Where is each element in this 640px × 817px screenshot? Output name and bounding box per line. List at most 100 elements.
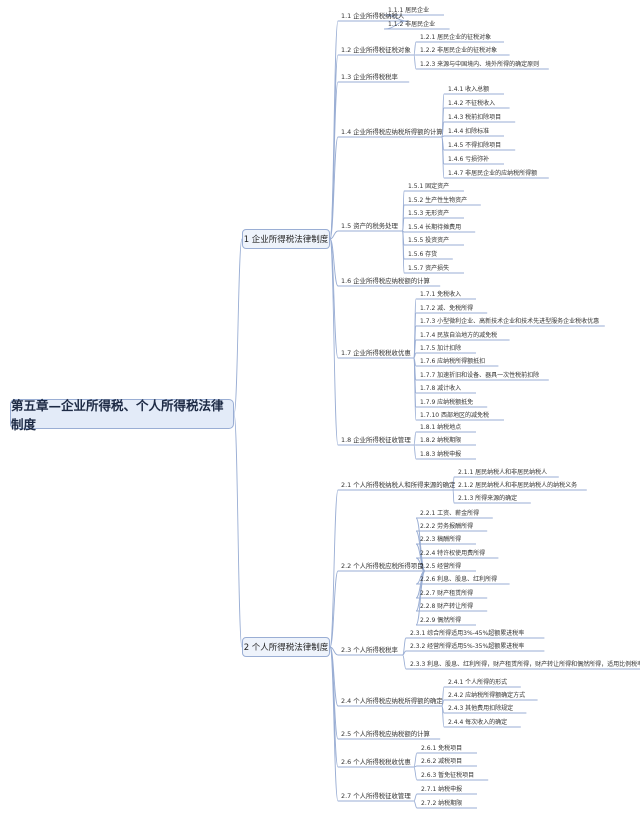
- link-section-2-1-item-3: [452, 489, 455, 504]
- item-2-4-4: 2.4.4 每次收入的确定: [448, 718, 507, 726]
- item-2-3-1: 2.3.1 综合所得适用3%-45%超额累进税率: [410, 629, 524, 637]
- item-1-7-3: 1.7.3 小型微利企业、高新技术企业和技术先进型服务企业税收优惠: [420, 317, 599, 325]
- section-1-5: 1.5 资产的税务处理: [341, 221, 399, 230]
- section-2-5: 2.5 个人所得税应纳税额的计算: [341, 729, 430, 738]
- link-chapter-2-section-6: [329, 646, 339, 768]
- section-2-1: 2.1 个人所得税纳税人和所得来源的确定: [341, 480, 456, 489]
- link-section-1-8-item-1: [413, 431, 417, 446]
- section-1-4: 1.4 企业所得税应纳税所得额的计算: [341, 127, 443, 136]
- item-2-2-5: 2.2.5 经营所得: [420, 562, 461, 570]
- item-1-7-1: 1.7.1 免税收入: [420, 290, 461, 298]
- item-2-2-2: 2.2.2 劳务报酬所得: [420, 522, 473, 530]
- link-chapter-2-section-1: [329, 489, 339, 648]
- chapter-1-label: 1 企业所得税法律制度: [243, 235, 329, 245]
- item-1-7-7: 1.7.7 加速折旧和设备、器具一次性税前扣除: [420, 371, 539, 379]
- item-1-2-3: 1.2.3 来源与中国境内、境外所得的确定原则: [420, 60, 539, 68]
- item-2-2-1: 2.2.1 工资、薪金所得: [420, 509, 479, 517]
- item-2-2-8: 2.2.8 财产转让所得: [420, 602, 473, 610]
- link-section-1-2-item-3: [413, 54, 417, 70]
- link-section-1-5-item-7: [402, 230, 405, 274]
- item-1-5-7: 1.5.7 资产损失: [408, 264, 449, 272]
- link-section-2-4-item-4: [441, 705, 445, 728]
- item-1-5-3: 1.5.3 无形资产: [408, 209, 449, 217]
- item-1-7-5: 1.7.5 加计扣除: [420, 344, 461, 352]
- item-2-7-1: 2.7.1 纳税申报: [421, 785, 462, 793]
- item-1-5-1: 1.5.1 固定资产: [408, 182, 449, 190]
- item-2-2-6: 2.2.6 利息、股息、红利所得: [420, 575, 497, 583]
- section-1-8: 1.8 企业所得税征收管理: [341, 435, 411, 444]
- section-2-3: 2.3 个人所得税税率: [341, 645, 399, 654]
- item-1-4-4: 1.4.4 扣除标准: [448, 127, 489, 135]
- item-2-2-7: 2.2.7 财产租赁所得: [420, 589, 473, 597]
- item-1-7-4: 1.7.4 民族自治地方的减免税: [420, 331, 497, 339]
- item-1-8-1: 1.8.1 纳税地点: [420, 423, 461, 431]
- item-1-4-3: 1.4.3 税前扣除项目: [448, 113, 501, 121]
- item-1-8-2: 1.8.2 纳税期限: [420, 436, 461, 444]
- link-chapter-1-section-3: [329, 81, 339, 240]
- item-1-4-1: 1.4.1 收入总额: [448, 85, 489, 93]
- link-section-1-2-item-1: [413, 41, 417, 56]
- item-1-2-1: 1.2.1 居民企业的征税对象: [420, 33, 491, 41]
- item-1-1-1: 1.1.1 居民企业: [388, 6, 429, 14]
- link-section-2-7-item-1: [413, 793, 418, 802]
- link-root-chapter-1: [233, 238, 243, 415]
- link-chapter-1-section-4: [329, 136, 339, 240]
- item-2-6-3: 2.6.3 暂免征税项目: [421, 771, 474, 779]
- item-2-6-2: 2.6.2 减税项目: [421, 757, 462, 765]
- link-section-2-6-item-3: [413, 766, 418, 781]
- link-root-chapter-2: [233, 413, 243, 648]
- item-1-5-2: 1.5.2 生产性生物资产: [408, 196, 467, 204]
- item-2-2-4: 2.2.4 特许权使用费所得: [420, 549, 485, 557]
- item-1-7-2: 1.7.2 减、免税所得: [420, 304, 473, 312]
- link-chapter-1-section-6: [329, 238, 339, 287]
- link-section-1-8-item-3: [413, 444, 417, 460]
- item-2-4-2: 2.4.2 应纳税所得额确定方式: [448, 691, 525, 699]
- link-section-2-3-item-3: [402, 654, 407, 670]
- item-2-7-2: 2.7.2 纳税期限: [421, 799, 462, 807]
- chapter-2-label: 2 个人所得税法律制度: [243, 643, 329, 653]
- section-1-1: 1.1 企业所得税纳税人: [341, 11, 405, 20]
- section-1-3: 1.3 企业所得税税率: [341, 72, 399, 81]
- link-chapter-2-section-2: [329, 570, 339, 648]
- link-section-1-4-item-7: [441, 136, 445, 179]
- item-2-1-1: 2.1.1 居民纳税人和非居民纳税人: [458, 468, 547, 476]
- item-2-2-3: 2.2.3 稿酬所得: [420, 535, 461, 543]
- item-2-2-9: 2.2.9 偶然所得: [420, 616, 461, 624]
- item-1-7-10: 1.7.10 西部地区的减免税: [420, 411, 489, 419]
- item-2-3-3: 2.3.3 利息、股息、红利所得，财产租赁所得，财产转让所得和偶然所得，适用比例…: [410, 660, 640, 668]
- link-chapter-2-section-7: [329, 646, 339, 802]
- link-chapter-1-section-8: [329, 238, 339, 446]
- section-2-4: 2.4 个人所得税应纳税所得额的确定: [341, 696, 443, 705]
- section-1-6: 1.6 企业所得税应纳税额的计算: [341, 276, 430, 285]
- chapter-2-node: 2 个人所得税法律制度: [242, 637, 330, 657]
- item-1-1-2: 1.1.2 非居民企业: [388, 20, 435, 28]
- root-topic-label: 第五章—企业所得税、个人所得税法律制度: [11, 398, 224, 432]
- section-1-7: 1.7 企业所得税税收优惠: [341, 348, 411, 357]
- link-chapter-2-section-3: [329, 646, 339, 656]
- link-section-2-6-item-1: [413, 752, 418, 768]
- item-1-8-3: 1.8.3 纳税申报: [420, 450, 461, 458]
- section-2-6: 2.6 个人所得税税收优惠: [341, 757, 411, 766]
- item-2-3-2: 2.3.2 经营所得适用5%-35%超额累进税率: [410, 642, 524, 650]
- link-chapter-1-section-7: [329, 238, 339, 359]
- item-1-5-6: 1.5.6 存货: [408, 250, 437, 258]
- item-1-4-2: 1.4.2 不征税收入: [448, 99, 495, 107]
- item-1-7-6: 1.7.6 应纳税所得额抵扣: [420, 357, 485, 365]
- item-2-4-1: 2.4.1 个人所得的形式: [448, 678, 507, 686]
- item-2-6-1: 2.6.1 免税项目: [421, 744, 462, 752]
- item-1-5-5: 1.5.5 投资资产: [408, 236, 449, 244]
- item-2-1-3: 2.1.3 所得来源的确定: [458, 494, 517, 502]
- item-1-4-5: 1.4.5 不得扣除项目: [448, 141, 501, 149]
- link-chapter-1-section-5: [329, 230, 339, 240]
- item-1-4-7: 1.4.7 非居民企业的应纳税所得额: [448, 169, 537, 177]
- item-1-5-4: 1.5.4 长期待摊费用: [408, 223, 461, 231]
- chapter-1-node: 1 企业所得税法律制度: [242, 229, 330, 249]
- link-section-1-7-item-10: [413, 357, 417, 421]
- item-2-4-3: 2.4.3 其他费用扣除规定: [448, 704, 513, 712]
- item-1-2-2: 1.2.2 非居民企业的征税对象: [420, 46, 497, 54]
- item-1-4-6: 1.4.6 亏损弥补: [448, 155, 489, 163]
- root-topic: 第五章—企业所得税、个人所得税法律制度: [10, 398, 234, 432]
- link-chapter-2-section-5: [329, 646, 339, 740]
- item-1-7-9: 1.7.9 应纳税额抵免: [420, 398, 473, 406]
